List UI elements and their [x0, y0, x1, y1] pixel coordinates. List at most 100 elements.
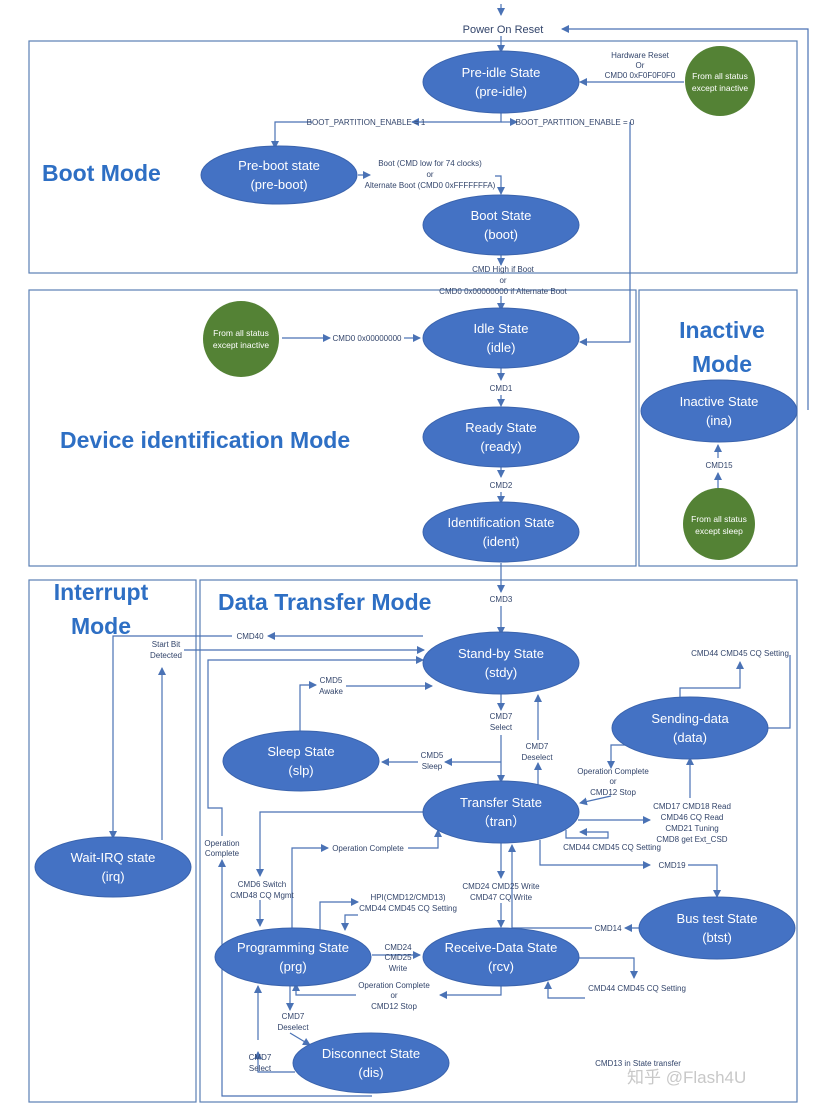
lbl-hpi-1: HPI(CMD12/CMD13)	[370, 893, 445, 902]
edge-preboot-boot	[495, 175, 505, 195]
edge-dis-opcomplete	[218, 859, 372, 1097]
source1-line2: except inactive	[692, 83, 748, 93]
lbl-cmd2: CMD2	[490, 481, 513, 490]
state-standby-abbr: (stdy)	[485, 665, 518, 680]
lbl-op-complete-left-2: Complete	[205, 849, 240, 858]
lbl-cmd14: CMD14	[594, 924, 622, 933]
edge-preidle-bpe0-b	[579, 122, 631, 346]
boot-mode-box	[28, 40, 798, 274]
edge-preidle-bpe1-b	[271, 121, 312, 149]
state-sending-abbr: (data)	[673, 730, 707, 745]
lbl-hw-reset-1: Hardware Reset	[611, 51, 670, 60]
state-ready-name: Ready State	[465, 420, 537, 435]
lbl-cmd5-awake-2: Awake	[319, 687, 343, 696]
inactive-mode-title-line1: Inactive	[679, 317, 765, 343]
lbl-cmd6-2: CMD48 CQ Mgmt	[230, 891, 294, 900]
lbl-cmd13: CMD13 in State transfer	[595, 1059, 681, 1068]
lbl-cmd7-deselect-prg-2: Deselect	[277, 1023, 309, 1032]
device-id-mode-title: Device identification Mode	[60, 427, 350, 453]
lbl-cmd-high-1: CMD High if Boot	[472, 265, 535, 274]
state-disconnect-name: Disconnect State	[322, 1046, 420, 1061]
lbl-boot-cmd-2: or	[426, 170, 433, 179]
edge-inactive-poweron	[561, 25, 809, 410]
source-all-except-sleep: From all status except sleep	[683, 488, 755, 560]
state-waitirq: Wait-IRQ state (irq)	[34, 836, 192, 898]
source3-line1: From all status	[691, 514, 747, 524]
state-ident: Identification State (ident)	[422, 501, 580, 563]
state-preboot: Pre-boot state (pre-boot)	[200, 145, 358, 205]
state-sleep-abbr: (slp)	[288, 763, 313, 778]
lbl-cmd7-select-dis-1: CMD7	[249, 1053, 272, 1062]
edge-sleep-cmd5awake	[299, 681, 317, 733]
lbl-cmd40: CMD40	[236, 632, 264, 641]
lbl-op-complete-stop-2: or	[609, 777, 616, 786]
lbl-cmd-high-2: or	[499, 276, 506, 285]
lbl-cmd0-zero: CMD0 0x00000000	[333, 334, 402, 343]
state-inactive-name: Inactive State	[680, 394, 759, 409]
state-preboot-abbr: (pre-boot)	[250, 177, 307, 192]
state-boot-name: Boot State	[471, 208, 532, 223]
state-disconnect: Disconnect State (dis)	[292, 1032, 450, 1094]
boot-mode-title: Boot Mode	[42, 160, 161, 186]
state-sleep: Sleep State (slp)	[222, 730, 380, 792]
state-ident-abbr: (ident)	[483, 534, 520, 549]
state-preidle: Pre-idle State (pre-idle)	[422, 50, 580, 114]
lbl-cmd5-awake-1: CMD5	[320, 676, 343, 685]
interrupt-mode-box	[28, 579, 197, 1103]
lbl-cmd15: CMD15	[705, 461, 733, 470]
interrupt-mode-title-line2: Mode	[71, 613, 131, 639]
state-boot: Boot State (boot)	[422, 194, 580, 256]
state-bustest: Bus test State (btst)	[638, 896, 796, 960]
edge-dis-cmd7select	[254, 1051, 295, 1073]
interrupt-mode-title-line1: Interrupt	[54, 579, 149, 605]
edge-prg-hpi	[319, 898, 359, 930]
watermark: 知乎 @Flash4U	[627, 1068, 746, 1087]
state-programming: Programming State (prg)	[214, 927, 372, 987]
data-transfer-mode-title: Data Transfer Mode	[218, 589, 431, 615]
lbl-cmd24-25-3: Write	[389, 964, 408, 973]
lbl-cmd5-sleep-1: CMD5	[421, 751, 444, 760]
edge-rcv-cmd44	[578, 957, 638, 979]
state-waitirq-abbr: (irq)	[101, 869, 124, 884]
source-all-except-inactive-top: From all status except inactive	[685, 46, 755, 116]
lbl-op-complete-stop-1: Operation Complete	[577, 767, 649, 776]
lbl-send-cmds-4: CMD8 get Ext_CSD	[656, 835, 727, 844]
lbl-op-complete-mid: Operation Complete	[332, 844, 404, 853]
state-sending: Sending-data (data)	[611, 696, 769, 760]
lbl-op-complete-rcv-2: or	[390, 991, 397, 1000]
lbl-boot-cmd-3: Alternate Boot (CMD0 0xFFFFFFFA)	[365, 181, 496, 190]
source-all-except-inactive-left: From all status except inactive	[203, 301, 279, 377]
lbl-cmd19: CMD19	[658, 861, 686, 870]
state-bustest-abbr: (btst)	[702, 930, 732, 945]
inactive-mode-title-line2: Mode	[692, 351, 752, 377]
lbl-write-cmds-1: CMD24 CMD25 Write	[462, 882, 540, 891]
state-sending-name: Sending-data	[651, 711, 729, 726]
state-ready: Ready State (ready)	[422, 406, 580, 468]
state-preidle-abbr: (pre-idle)	[475, 84, 527, 99]
lbl-cmd7-deselect-1: CMD7	[526, 742, 549, 751]
lbl-cmd-high-3: CMD0 0x00000000 if Alternate Boot	[439, 287, 567, 296]
lbl-hpi-2: CMD44 CMD45 CQ Setting	[359, 904, 457, 913]
edge-cmd44-sending	[759, 655, 791, 732]
source3-line2: except sleep	[695, 526, 743, 536]
lbl-bpe1: BOOT_PARTITION_ENABLE = 1	[307, 118, 426, 127]
edge-tran-cmd19	[539, 840, 651, 869]
edge-hpi-prg	[341, 914, 358, 931]
state-programming-abbr: (prg)	[279, 959, 306, 974]
data-transfer-mode-box	[199, 579, 798, 1103]
edge-opcomplete-tran	[408, 829, 442, 849]
lbl-cmd1: CMD1	[490, 384, 513, 393]
lbl-cmd44-45-tran: CMD44 CMD45 CQ Setting	[563, 843, 661, 852]
edge-sending-opcomplete	[607, 744, 625, 769]
edge-tran-cmd6	[256, 811, 425, 877]
edge-opcomplete-prg	[292, 983, 356, 996]
state-standby: Stand-by State (stdy)	[422, 631, 580, 695]
lbl-op-complete-left-1: Operation	[204, 839, 239, 848]
edge-cmd40-irq	[109, 635, 232, 839]
state-preboot-name: Pre-boot state	[238, 158, 320, 173]
state-idle: Idle State (idle)	[422, 307, 580, 369]
lbl-cmd24-25-2: CMD25	[384, 953, 412, 962]
lbl-cmd3: CMD3	[490, 595, 513, 604]
state-transfer-abbr: （tran）	[477, 814, 525, 829]
